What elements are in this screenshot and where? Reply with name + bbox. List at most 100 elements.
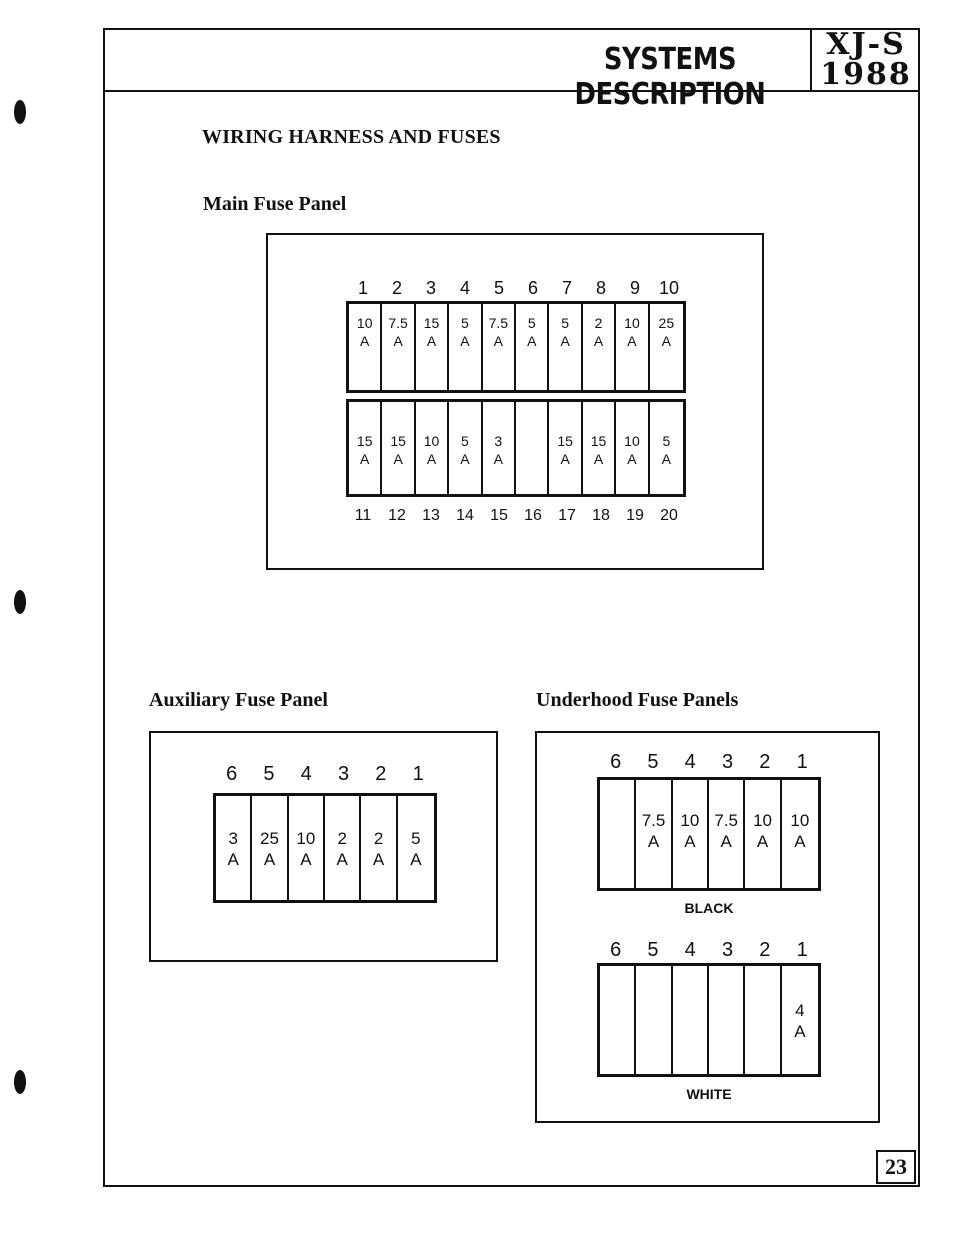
position-number: 3: [337, 763, 350, 785]
fuse-rating: 10: [624, 433, 640, 449]
fuse-rating: 10: [296, 829, 316, 848]
fuse-rating: 15: [590, 433, 607, 449]
position-number: 7: [561, 278, 572, 298]
model-year: 1988: [820, 57, 912, 92]
header-divider: [103, 90, 920, 92]
position-number: 16: [524, 507, 542, 524]
position-number: 20: [660, 507, 678, 524]
fuse-slot: [745, 966, 782, 1074]
position-number: 2: [375, 763, 387, 785]
fuse-unit: A: [493, 333, 503, 349]
fuse-unit: A: [661, 333, 671, 349]
position-number: 19: [626, 507, 644, 524]
fuse-rating: 5: [561, 315, 570, 331]
position-number: 3: [425, 278, 436, 298]
model-year-box: XJ-S 1988: [810, 28, 920, 92]
fuse-slot: [516, 402, 550, 494]
fuse-slot: [636, 966, 673, 1074]
fuse-unit: A: [661, 451, 671, 467]
position-number: 4: [684, 751, 696, 773]
fuse-rating: 5: [527, 315, 536, 331]
fuse-unit: A: [460, 451, 470, 467]
position-number: 9: [629, 278, 640, 298]
position-number: 12: [388, 507, 406, 524]
fuse-rating: 15: [356, 433, 373, 449]
binding-hole: [14, 100, 26, 124]
fuse-rating: 10: [753, 811, 772, 830]
fuse-unit: A: [593, 451, 604, 467]
fuse-unit: A: [627, 333, 637, 349]
white-panel-label: WHITE: [686, 1086, 732, 1102]
fuse-unit: A: [527, 333, 537, 349]
fuse-unit: A: [684, 832, 696, 851]
fuse-rating: 5: [461, 315, 469, 331]
fuse-unit: A: [336, 850, 348, 869]
page-frame: [103, 28, 920, 1187]
fuse-unit: A: [300, 850, 312, 869]
position-number: 4: [684, 939, 696, 961]
fuse-rating: 15: [557, 433, 573, 449]
fuse-unit: A: [647, 832, 660, 851]
section-title: WIRING HARNESS AND FUSES: [202, 126, 501, 148]
position-number: 18: [592, 507, 610, 524]
position-number: 5: [263, 763, 275, 785]
fuse-unit: A: [426, 333, 437, 349]
fuse-unit: A: [560, 451, 570, 467]
binding-hole: [14, 1070, 26, 1094]
black-panel-label: BLACK: [684, 900, 734, 916]
fuse-unit: A: [263, 850, 276, 869]
fuse-rating: 7.5: [388, 315, 408, 331]
fuse-rating: 7.5: [488, 315, 509, 331]
fuse-unit: A: [593, 333, 604, 349]
fuse-unit: A: [410, 850, 422, 869]
position-number: 1: [796, 751, 808, 773]
fuse-rating: 2: [594, 315, 603, 331]
fuse-rating: 15: [390, 433, 406, 449]
position-number: 10: [658, 278, 680, 298]
position-number: 1: [357, 278, 368, 298]
position-number: 2: [759, 751, 771, 773]
fuse-rating: 10: [624, 315, 640, 331]
position-number: 3: [721, 939, 734, 961]
fuse-unit: A: [360, 333, 370, 349]
position-number: 11: [354, 507, 372, 524]
position-number: 2: [391, 278, 402, 298]
fuse-rating: 3: [494, 433, 503, 449]
page-number: 23: [876, 1150, 916, 1184]
fuse-slot: [600, 780, 637, 888]
fuse-rating: 3: [228, 829, 238, 848]
fuse-unit: A: [627, 451, 637, 467]
underhood-fuse-panels-heading: Underhood Fuse Panels: [536, 689, 739, 711]
position-number: 4: [459, 278, 470, 298]
fuse-rating: 25: [260, 829, 279, 848]
